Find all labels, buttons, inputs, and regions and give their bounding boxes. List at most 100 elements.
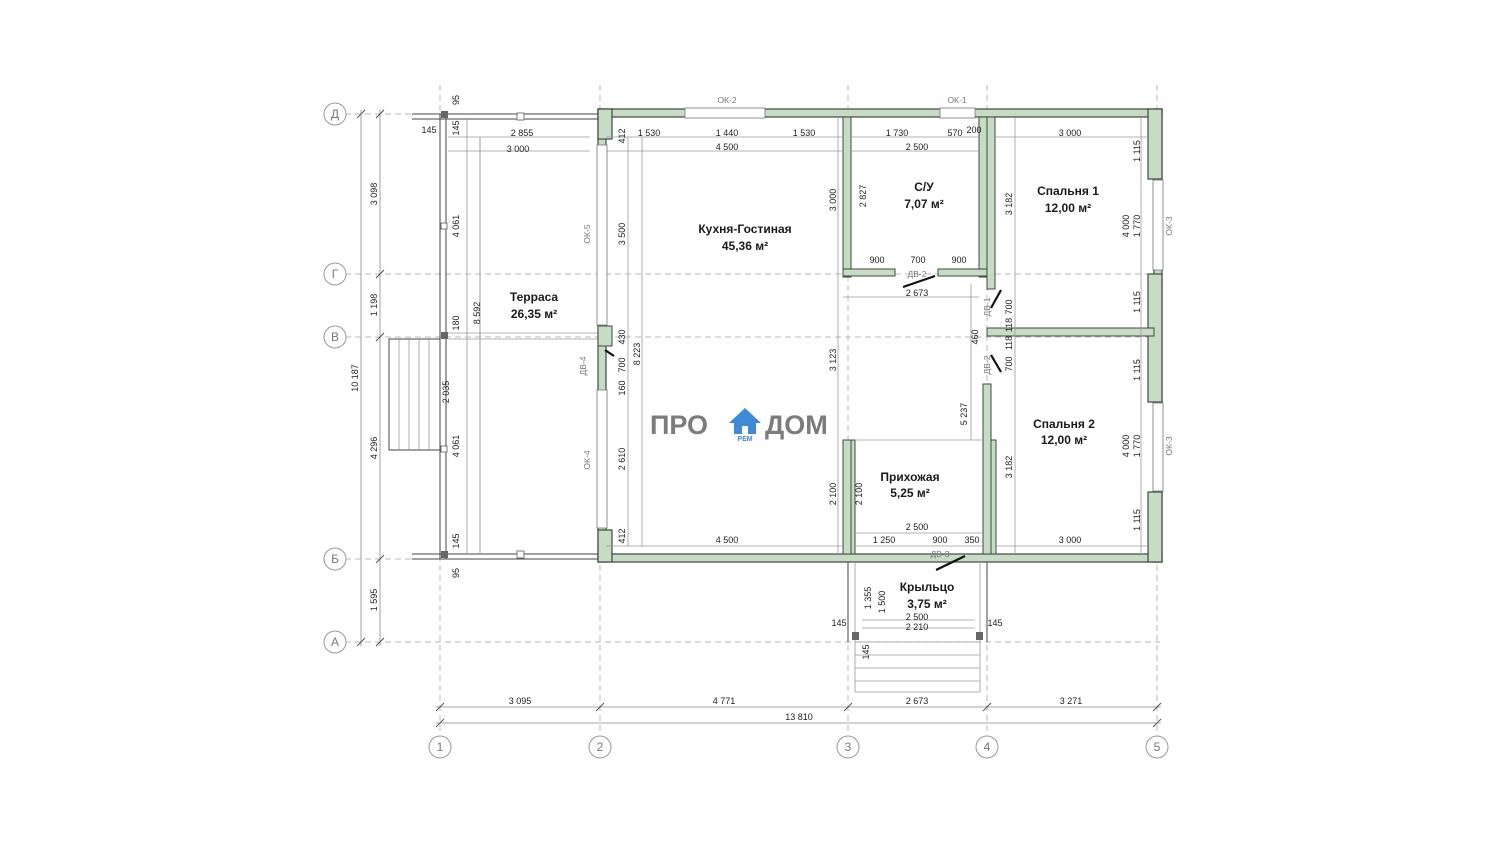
door-dv1 xyxy=(990,289,1002,309)
mark-dv2-bedroom: ДВ-2 xyxy=(982,355,992,374)
axis-col-1 xyxy=(428,735,452,759)
house-walls xyxy=(597,108,1163,563)
axis-row-v xyxy=(323,325,347,349)
mark-ok4: ОК-4 xyxy=(582,450,592,469)
dim-v-3500: 3 500 xyxy=(617,223,627,246)
dim-top-1530-a: 1 530 xyxy=(638,128,661,138)
axis-col-3 xyxy=(836,735,860,759)
dim-v-180: 180 xyxy=(451,315,461,330)
door-dv2-wc xyxy=(902,274,936,289)
window-ok3-bottom xyxy=(1152,402,1164,492)
left-dimensions: 3 098 1 198 4 296 1 595 10 187 xyxy=(350,109,385,647)
dim-v-8223: 8 223 xyxy=(632,343,642,366)
dim-v-1115-b: 1 115 xyxy=(1132,291,1142,313)
axis-col-2 xyxy=(588,735,612,759)
logo-text-sub: РЕМ xyxy=(737,436,752,443)
dim-left-1: 3 098 xyxy=(369,183,379,206)
dim-v-430: 430 xyxy=(617,329,627,344)
room-bedroom2-area: 12,00 м² xyxy=(1041,433,1087,447)
dim-kitchen-bottom-4500: 4 500 xyxy=(716,535,739,545)
dim-v-160: 160 xyxy=(617,380,627,395)
axis-col-4-label: 4 xyxy=(984,740,991,754)
dim-bottom-3: 2 673 xyxy=(906,696,929,706)
dim-v-2100-a: 2 100 xyxy=(828,483,838,506)
dim-v-95-top: 95 xyxy=(451,95,461,105)
dim-v-2610: 2 610 xyxy=(617,448,627,471)
window-ok5 xyxy=(596,144,608,326)
door-dv2-bedroom xyxy=(990,354,1002,373)
axis-col-2-label: 2 xyxy=(597,740,604,754)
dim-porch-2210: 2 210 xyxy=(906,622,929,632)
house-icon xyxy=(729,408,761,434)
dim-bottom-1: 3 095 xyxy=(509,696,532,706)
dim-v-700-top: 700 xyxy=(1004,299,1014,314)
column-axis-markers: 1 2 3 4 5 xyxy=(428,735,1169,759)
mark-ok5: ОК-5 xyxy=(582,224,592,243)
dim-wc-900-b: 900 xyxy=(951,255,966,265)
room-bedroom1-area: 12,00 м² xyxy=(1045,201,1091,215)
axis-row-a-label: А xyxy=(331,635,339,649)
mark-ok2: ОК-2 xyxy=(717,95,736,105)
dim-left-3: 4 296 xyxy=(369,437,379,460)
room-bedroom2-name: Спальня 2 xyxy=(1033,417,1095,431)
dim-v-3000-kitchen: 3 000 xyxy=(828,189,838,212)
logo-text-left: ПРО xyxy=(650,410,708,440)
mark-dv4: ДВ-4 xyxy=(578,356,588,375)
mark-dv2-wc: ДВ-2 xyxy=(908,269,927,279)
axis-row-a xyxy=(323,630,347,654)
dim-left-2: 1 198 xyxy=(369,294,379,317)
axis-col-5-label: 5 xyxy=(1154,740,1161,754)
dim-left-4: 1 595 xyxy=(369,589,379,612)
dim-v-8592: 8 592 xyxy=(472,302,482,325)
windows xyxy=(596,107,1164,529)
terrace-stairs xyxy=(388,338,441,451)
dim-v-1500: 1 500 xyxy=(877,591,887,614)
room-porch-area: 3,75 м² xyxy=(907,597,947,611)
dim-v-145-bottom: 145 xyxy=(451,533,461,548)
dim-hall-2500: 2 500 xyxy=(906,522,929,532)
axis-row-d xyxy=(323,102,347,126)
dim-wc-700: 700 xyxy=(910,255,925,265)
dim-v-4061-top: 4 061 xyxy=(451,215,461,238)
bottom-dimensions: 3 095 4 771 2 673 3 271 13 810 xyxy=(435,696,1162,728)
room-terrace-area: 26,35 м² xyxy=(511,307,557,321)
dim-v-95-bottom: 95 xyxy=(451,568,461,578)
dim-top-1730: 1 730 xyxy=(886,128,909,138)
dim-v-4000-top: 4 000 xyxy=(1121,215,1131,238)
axis-col-3-label: 3 xyxy=(845,740,852,754)
dim-v-145-top: 145 xyxy=(451,120,461,135)
dim-porch-145-b: 145 xyxy=(987,618,1002,628)
room-wc-area: 7,07 м² xyxy=(904,197,944,211)
window-ok1 xyxy=(939,107,976,119)
terrace xyxy=(388,111,600,560)
dim-top-2855: 2 855 xyxy=(511,128,534,138)
mark-dv3: ДВ-3 xyxy=(931,549,950,559)
dim-top-570: 570 xyxy=(947,128,962,138)
logo-watermark: ПРО РЕМ ДОМ xyxy=(650,408,828,443)
dim-v-2100-b: 2 100 xyxy=(854,483,864,506)
porch xyxy=(847,562,988,693)
dim-top-1530-b: 1 530 xyxy=(793,128,816,138)
dim-v-412-bottom: 412 xyxy=(617,528,627,543)
dim-v-1115-d: 1 115 xyxy=(1132,509,1142,531)
dim-v-porch-145: 145 xyxy=(861,644,871,659)
dim-bottom-4: 3 271 xyxy=(1060,696,1083,706)
dim-v-4000-bottom: 4 000 xyxy=(1121,435,1131,458)
window-ok2 xyxy=(684,107,766,119)
dim-overall-height: 10 187 xyxy=(350,364,360,392)
dim-porch-145-a: 145 xyxy=(831,618,846,628)
dim-top-1440: 1 440 xyxy=(716,128,739,138)
room-hall-name: Прихожая xyxy=(880,470,939,484)
room-wc-name: С/У xyxy=(914,180,934,194)
mark-ok1: ОК-1 xyxy=(947,95,966,105)
horizontal-dim-texts: 145 2 855 3 000 1 530 1 440 1 530 4 500 … xyxy=(421,125,1081,632)
room-terrace-name: Терраса xyxy=(510,290,559,304)
dim-top-145: 145 xyxy=(421,125,436,135)
logo-text-right: ДОМ xyxy=(765,410,828,440)
dim-porch-2500: 2 500 xyxy=(906,612,929,622)
dim-v-118-bottom: 118 xyxy=(1004,336,1014,350)
dim-v-1355: 1 355 xyxy=(863,587,873,610)
room-porch-name: Крыльцо xyxy=(900,580,955,594)
dim-v-700-bottom: 700 xyxy=(1004,356,1014,371)
